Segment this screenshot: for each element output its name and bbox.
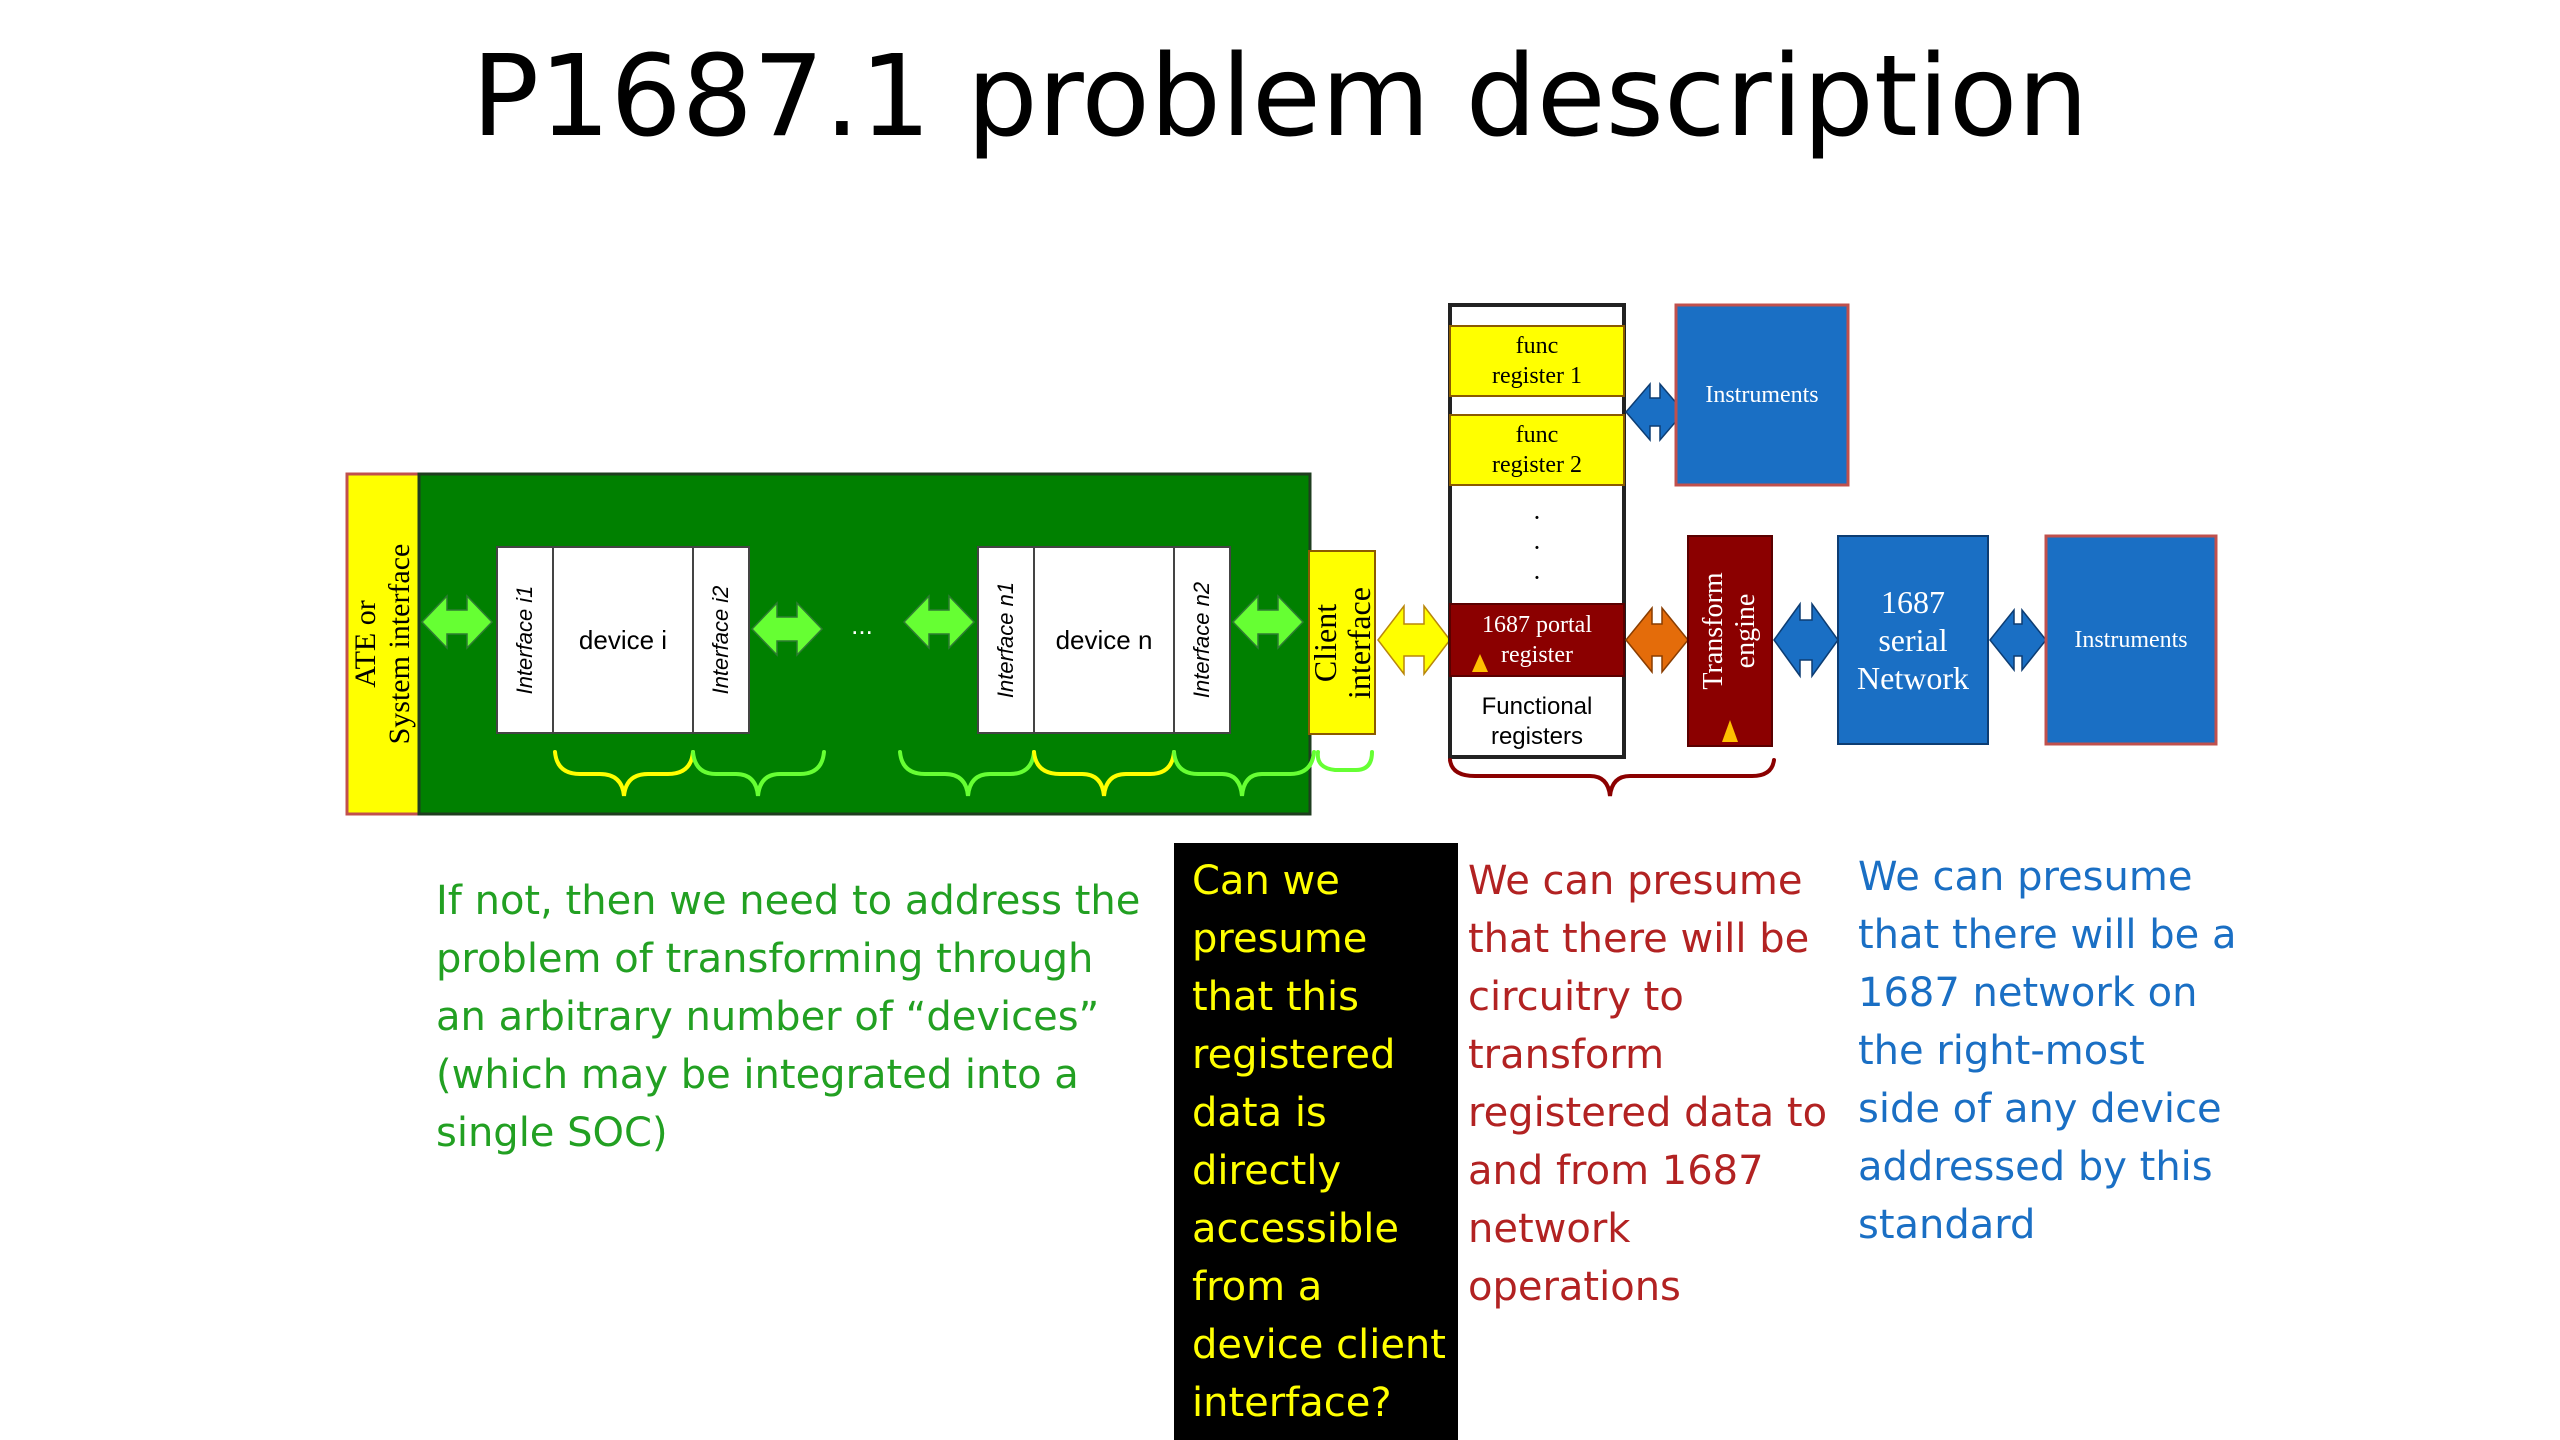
ate-label-box: ATE or System interface: [347, 474, 419, 814]
instruments-top-label: Instruments: [1705, 381, 1819, 408]
interface-n2-box: [1173, 546, 1231, 734]
transform-engine: Transform engine: [1688, 536, 1772, 726]
instruments-right-label: Instruments: [2074, 626, 2188, 653]
func-register-2-label: func register 2: [1492, 422, 1582, 478]
brace-client-interface: [1315, 750, 1374, 772]
device-i-box: [552, 546, 694, 734]
brace-interface-i1: [553, 750, 695, 797]
device-n-label: device n: [1055, 624, 1153, 655]
portal-clock-triangle: [1472, 654, 1488, 672]
brace-device-n: [1032, 750, 1176, 797]
arrow-ellipsis-device-n: [902, 594, 976, 650]
interface-n2: Interface n2: [1174, 547, 1230, 733]
brace-interface-i2: [691, 750, 826, 797]
brace-registers: [1448, 758, 1776, 797]
portal-register-label: 1687 portal register: [1482, 612, 1592, 668]
transform-clock-triangle: [1722, 720, 1738, 742]
page-title: P1687.1 problem description: [471, 32, 2089, 162]
device-n-box: [1033, 546, 1175, 734]
instruments-top-box: [1674, 303, 1850, 487]
device-braces: [553, 750, 1374, 797]
transform-engine-box: [1687, 535, 1773, 747]
client-interface-label: Client interface: [1307, 586, 1377, 699]
interface-n1: Interface n1: [978, 547, 1034, 733]
interface-i2-box: [692, 546, 750, 734]
instruments-right-box: [2044, 534, 2218, 746]
arrow-network-instruments: [1989, 607, 2047, 673]
ellipsis-label: ...: [851, 609, 873, 640]
interface-i1-box: [496, 546, 554, 734]
arrow-ate-device-i: [420, 594, 494, 650]
arrow-device-i-ellipsis: [750, 601, 824, 657]
green-arrows: [420, 594, 1305, 657]
functional-registers-label: Functional registers: [1481, 693, 1593, 750]
interface-n2-label: Interface n2: [1189, 581, 1214, 699]
interface-i1: Interface i1: [497, 547, 553, 733]
interface-n1-label: Interface n1: [993, 581, 1018, 699]
client-interface-box: [1308, 550, 1376, 735]
note-blue: We can presume that there will be a 1687…: [1858, 854, 2237, 1248]
brace-interface-n2: [1172, 750, 1316, 797]
arrow-transform-network: [1773, 601, 1839, 679]
interface-i2-label: Interface i2: [708, 585, 733, 695]
arrow-portal-transform: [1625, 605, 1689, 675]
note-yellow: Can we presume that this registered data…: [1192, 858, 1446, 1426]
serial-network-box: [1837, 535, 1989, 745]
serial-network-label: 1687 serial Network: [1857, 584, 1969, 696]
arrow-client-registers: [1377, 603, 1451, 677]
note-green: If not, then we need to address the prob…: [436, 878, 1141, 1156]
func-register-1-label: func register 1: [1492, 333, 1582, 389]
client-interface: Client interface: [1307, 551, 1377, 734]
transform-engine-label: Transform engine: [1698, 572, 1761, 690]
ate-box: [345, 472, 421, 816]
yellow-note-background: [1174, 843, 1458, 1440]
ate-label: ATE or System interface: [349, 543, 416, 745]
interface-i1-label: Interface i1: [512, 585, 537, 695]
vertical-dots: · · ·: [1532, 502, 1542, 592]
func-register-2-box: [1449, 414, 1625, 486]
device-i-label: device i: [578, 624, 668, 655]
arrow-device-n-client: [1231, 594, 1305, 650]
brace-interface-n1: [898, 750, 1036, 797]
interface-i2: Interface i2: [693, 547, 749, 733]
interface-n1-box: [977, 546, 1035, 734]
note-red: We can presume that there will be circui…: [1468, 858, 1828, 1310]
func-register-1-box: [1449, 325, 1625, 397]
